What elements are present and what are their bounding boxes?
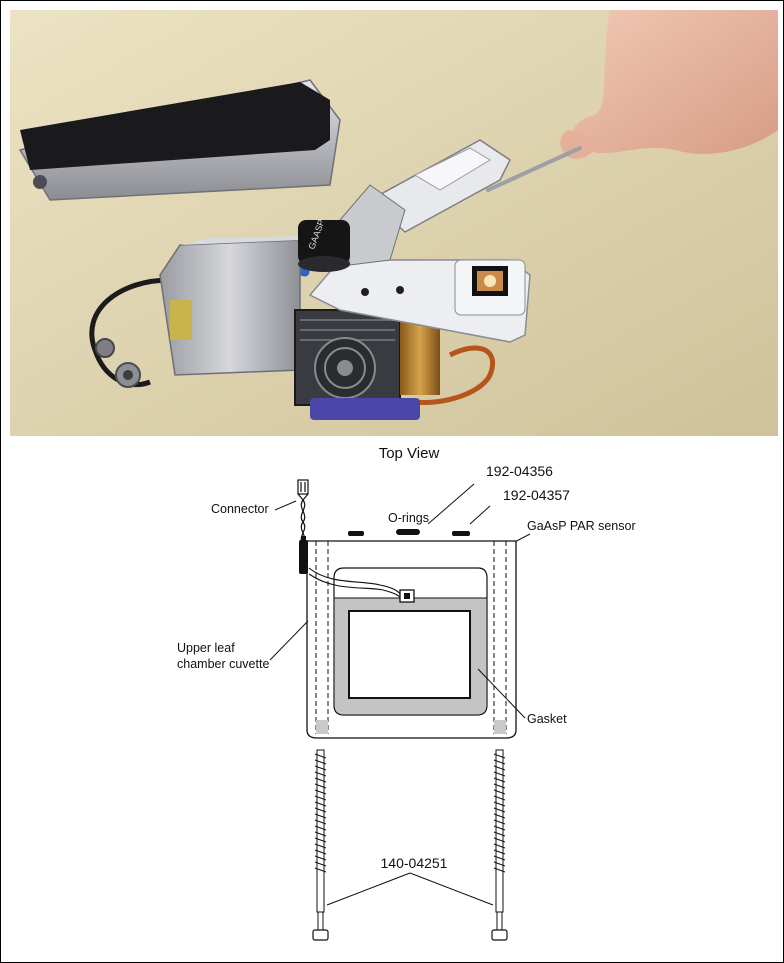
console-box (95, 236, 315, 388)
cuvette-label-line2: chamber cuvette (177, 657, 269, 671)
connector-icon (297, 479, 309, 545)
oring-part-2-label: 192-04357 (503, 487, 570, 503)
leaf-chamber-body (308, 259, 531, 343)
connector-leader (274, 500, 297, 511)
par-sensor-cylinder: GAASP (298, 218, 350, 272)
screw-leader-right (409, 872, 494, 906)
oring-1-leader (427, 483, 475, 525)
orings-label: O-rings (388, 511, 429, 525)
heatsink-fan (294, 309, 440, 420)
instrument-photo: GAASP (10, 10, 778, 436)
lever-arm (18, 79, 341, 201)
gasket-label: Gasket (527, 712, 567, 726)
cable-plug-icon (299, 536, 308, 574)
oring-2-leader (469, 505, 491, 525)
par-sensor-icon (308, 567, 415, 603)
screw-leader-left (326, 872, 411, 906)
upper-cuvette (339, 139, 511, 266)
gasket-leader (477, 668, 526, 719)
probe-rod (486, 146, 582, 192)
screw-left (312, 749, 329, 941)
oring-marks (348, 529, 470, 536)
top-view-diagram: Top View 192-04356 192-04357 O-rings Con… (177, 445, 636, 941)
gasket-frame (333, 567, 488, 716)
connector-label: Connector (211, 502, 269, 516)
oring-part-1-label: 192-04356 (486, 463, 553, 479)
cable-orange (414, 345, 496, 406)
cuvette-label-line1: Upper leaf (177, 641, 235, 655)
screw-right (491, 749, 508, 941)
screw-part-label: 140-04251 (381, 855, 448, 871)
diagram-title: Top View (379, 445, 440, 462)
sensor-label: GaAsP PAR sensor (527, 519, 636, 533)
cuvette-leader (269, 620, 309, 661)
